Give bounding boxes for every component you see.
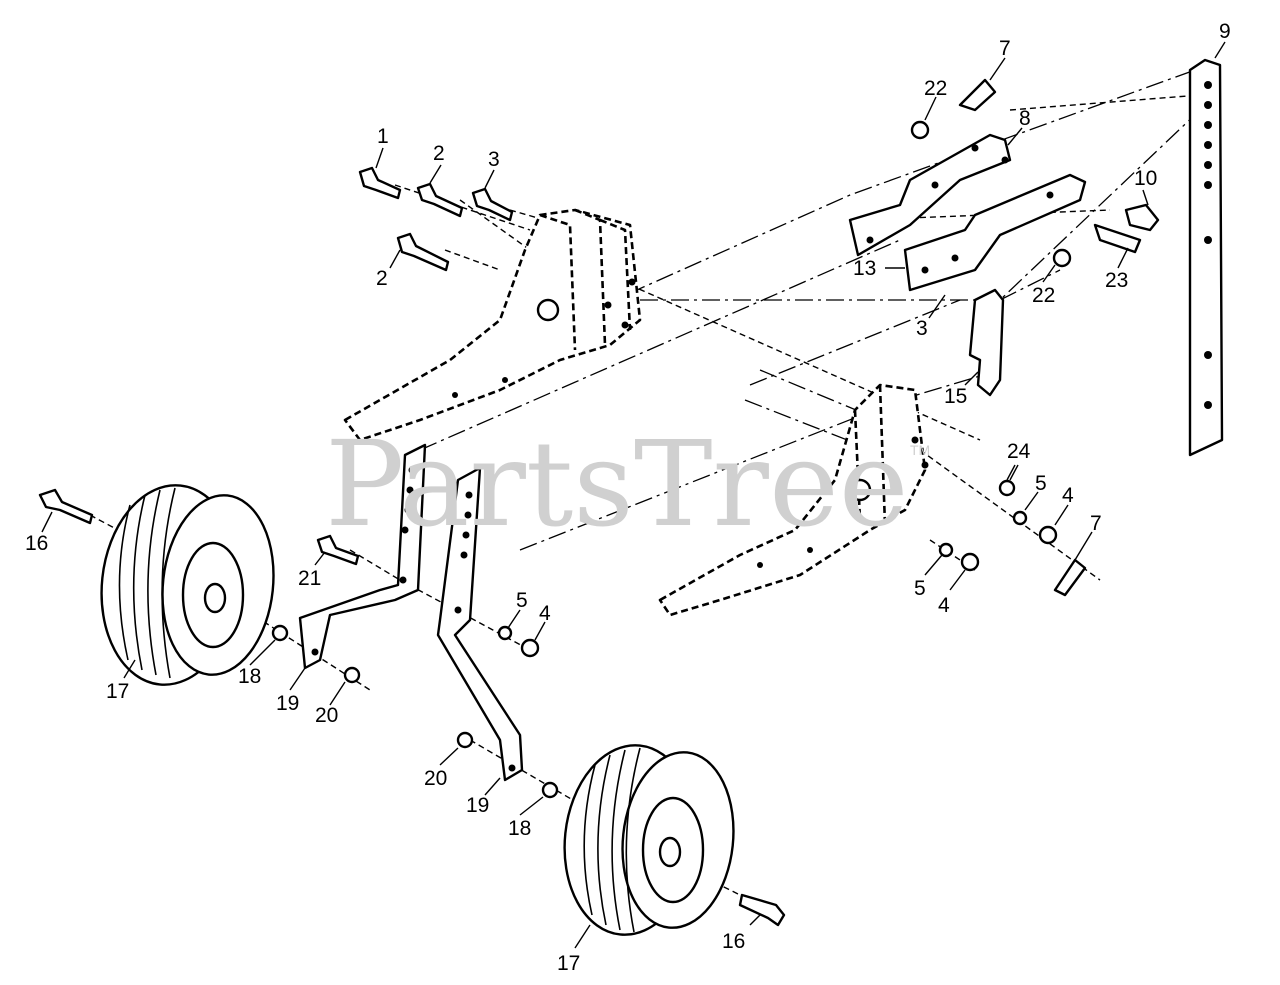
callout-7: 7 [999, 37, 1011, 60]
callout-2: 2 [376, 267, 388, 290]
watermark-text: PartsTree [325, 415, 909, 553]
callout-1: 1 [377, 125, 389, 148]
callout-13: 13 [853, 257, 876, 280]
callout-9: 9 [1219, 20, 1231, 43]
callout-3: 3 [488, 148, 500, 171]
callout-19: 19 [276, 692, 299, 715]
callout-23: 23 [1105, 269, 1128, 292]
callout-16: 16 [722, 930, 745, 953]
callout-7: 7 [1090, 512, 1102, 535]
callout-22: 22 [924, 77, 947, 100]
callout-17: 17 [557, 952, 580, 975]
wheel-left [100, 484, 275, 686]
callout-5: 5 [516, 589, 528, 612]
callout-5: 5 [1035, 472, 1047, 495]
stake-clip [968, 288, 1005, 397]
callout-18: 18 [508, 817, 531, 840]
callout-20: 20 [315, 704, 338, 727]
callout-4: 4 [539, 602, 551, 625]
callout-4: 4 [938, 594, 950, 617]
callout-24: 24 [1007, 440, 1031, 463]
watermark: PartsTree TM [325, 415, 930, 553]
callout-10: 10 [1134, 167, 1157, 190]
callout-15: 15 [944, 385, 967, 408]
watermark-trademark: TM [910, 442, 930, 458]
callout-leaders [41, 41, 1226, 949]
depth-stake-bar [1188, 58, 1224, 457]
callout-17: 17 [106, 680, 129, 703]
callout-18: 18 [238, 665, 261, 688]
hitch-bracket-lower [903, 156, 1087, 292]
callout-22: 22 [1032, 284, 1055, 307]
wheel-bracket-front [436, 466, 524, 782]
nuts-and-washers [271, 78, 1087, 799]
callout-8: 8 [1019, 107, 1031, 130]
hitch-bracket-upper [848, 133, 1012, 257]
callout-5: 5 [914, 577, 926, 600]
left-side-plate [343, 208, 642, 442]
callout-4: 4 [1062, 484, 1074, 507]
wheel-right [563, 744, 735, 936]
callout-3: 3 [916, 317, 928, 340]
wheel-bracket-rear [298, 443, 427, 670]
bolts [38, 166, 1160, 927]
right-side-plate [658, 383, 929, 617]
callout-2: 2 [433, 142, 445, 165]
callout-19: 19 [466, 794, 489, 817]
callout-16: 16 [25, 532, 48, 555]
callout-21: 21 [298, 567, 321, 590]
callout-20: 20 [424, 767, 447, 790]
callout-labels: 1 2 2 3 3 4 4 4 5 5 5 7 7 8 9 10 13 15 1… [25, 20, 1231, 975]
